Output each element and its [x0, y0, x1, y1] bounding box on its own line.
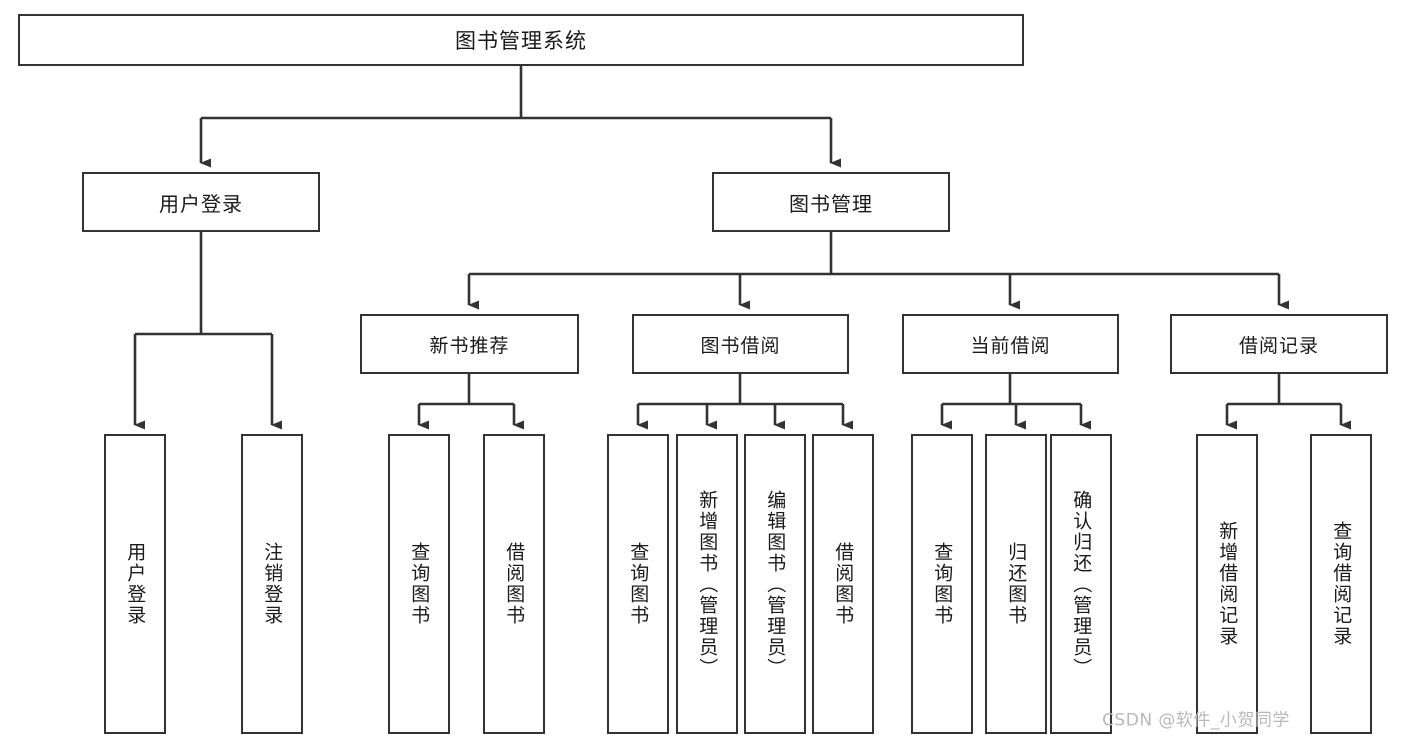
leaf-return-book-label: 归还图书 — [1005, 542, 1028, 626]
node-borrow-record[interactable]: 借阅记录 — [1170, 314, 1388, 374]
node-user-login-label: 用户登录 — [159, 191, 243, 216]
leaf-user-login[interactable]: 用户登录 — [104, 434, 166, 734]
leaf-logout-login-label: 注销登录 — [261, 542, 284, 626]
node-root-label: 图书管理系统 — [455, 29, 587, 53]
leaf-user-login-label: 用户登录 — [124, 542, 147, 626]
leaf-query-book-recommend[interactable]: 查询图书 — [388, 434, 450, 734]
node-new-book-recommend-label: 新书推荐 — [429, 334, 510, 357]
node-root[interactable]: 图书管理系统 — [18, 14, 1024, 66]
leaf-query-book-borrow-label: 查询图书 — [627, 542, 650, 626]
leaf-borrow-book-recommend-label: 借阅图书 — [503, 542, 526, 626]
leaf-add-borrow-record-label: 新增借阅记录 — [1216, 521, 1239, 647]
node-current-borrow[interactable]: 当前借阅 — [902, 314, 1119, 374]
leaf-query-book-current-label: 查询图书 — [931, 542, 954, 626]
leaf-add-book-admin-label: 新增图书（管理员） — [696, 489, 719, 679]
node-book-borrow-label: 图书借阅 — [700, 334, 781, 357]
leaf-return-book[interactable]: 归还图书 — [985, 434, 1047, 734]
node-borrow-record-label: 借阅记录 — [1238, 334, 1319, 357]
leaf-borrow-book[interactable]: 借阅图书 — [812, 434, 874, 734]
leaf-query-book-borrow[interactable]: 查询图书 — [607, 434, 669, 734]
leaf-add-borrow-record[interactable]: 新增借阅记录 — [1196, 434, 1258, 734]
leaf-edit-book-admin[interactable]: 编辑图书（管理员） — [744, 434, 806, 734]
leaf-logout-login[interactable]: 注销登录 — [241, 434, 303, 734]
node-book-borrow[interactable]: 图书借阅 — [632, 314, 849, 374]
leaf-query-borrow-record[interactable]: 查询借阅记录 — [1310, 434, 1372, 734]
watermark: CSDN @软件_小贺同学 — [1102, 710, 1290, 731]
leaf-confirm-return-admin[interactable]: 确认归还（管理员） — [1050, 434, 1112, 734]
leaf-query-book-current[interactable]: 查询图书 — [911, 434, 973, 734]
node-current-borrow-label: 当前借阅 — [970, 334, 1051, 357]
node-book-management[interactable]: 图书管理 — [712, 172, 950, 232]
leaf-borrow-book-recommend[interactable]: 借阅图书 — [483, 434, 545, 734]
node-user-login[interactable]: 用户登录 — [82, 172, 320, 232]
leaf-query-borrow-record-label: 查询借阅记录 — [1330, 521, 1353, 647]
node-book-management-label: 图书管理 — [789, 191, 873, 216]
leaf-edit-book-admin-label: 编辑图书（管理员） — [764, 489, 787, 679]
leaf-add-book-admin[interactable]: 新增图书（管理员） — [676, 434, 738, 734]
node-new-book-recommend[interactable]: 新书推荐 — [360, 314, 579, 374]
leaf-query-book-recommend-label: 查询图书 — [408, 542, 431, 626]
leaf-borrow-book-label: 借阅图书 — [832, 542, 855, 626]
leaf-confirm-return-admin-label: 确认归还（管理员） — [1070, 489, 1093, 679]
